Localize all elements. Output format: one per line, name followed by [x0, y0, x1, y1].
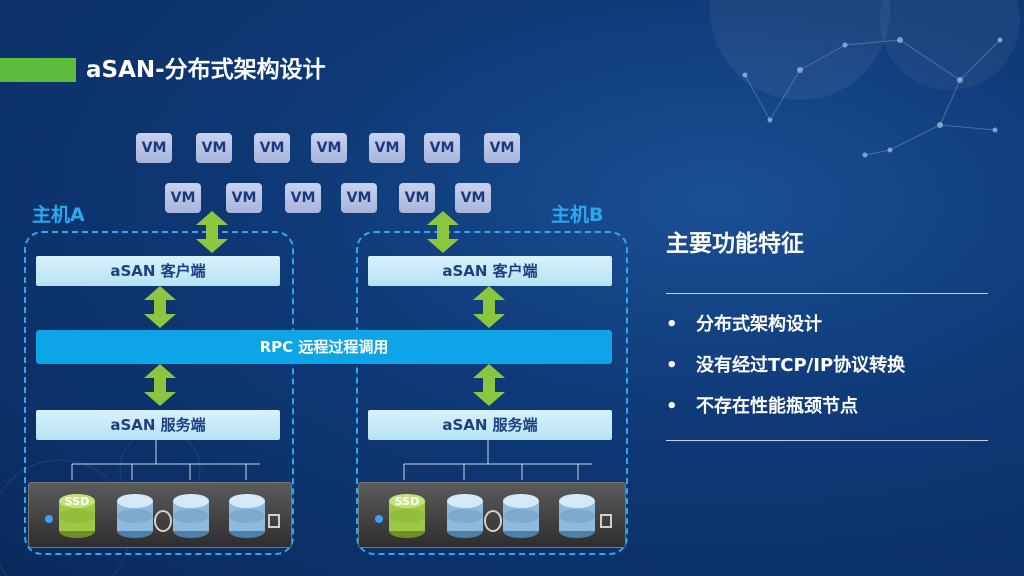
rpc-bar: RPC 远程过程调用: [36, 330, 612, 364]
ssd-disk-icon: [389, 494, 425, 538]
ssd-label: SSD: [395, 495, 419, 508]
double-arrow-icon: [144, 286, 176, 328]
vm-tile: VM: [285, 183, 321, 213]
feature-item: • 分布式架构设计: [666, 310, 822, 336]
asan-server-a: aSAN 服务端: [36, 410, 280, 440]
vm-tile: VM: [136, 133, 172, 163]
storage-enclosure-a: SSD: [28, 482, 292, 548]
double-arrow-icon: [473, 286, 505, 328]
hdd-disk-icon: [559, 494, 595, 538]
page-title: aSAN-分布式架构设计: [86, 57, 326, 83]
disk-array-b: SSD: [375, 494, 612, 538]
host-b-box: [356, 231, 628, 555]
vm-tile: VM: [254, 133, 290, 163]
features-divider-bottom: [666, 440, 988, 441]
ssd-disk-icon: [59, 494, 95, 538]
disk-array-a: SSD: [45, 494, 280, 538]
hdd-disk-icon: [117, 494, 153, 538]
vm-tile: VM: [424, 133, 460, 163]
storage-bus-b: [403, 440, 592, 480]
double-arrow-icon: [144, 364, 176, 406]
vm-tile: VM: [196, 133, 232, 163]
host-a-label: 主机A: [32, 204, 85, 226]
feature-text: 没有经过TCP/IP协议转换: [696, 355, 906, 376]
double-arrow-icon: [196, 211, 228, 253]
bullet-icon: •: [666, 314, 678, 335]
vm-tile: VM: [226, 183, 262, 213]
feature-text: 不存在性能瓶颈节点: [696, 396, 858, 417]
asan-client-a: aSAN 客户端: [36, 256, 280, 286]
vm-tile: VM: [341, 183, 377, 213]
host-a-box: [24, 231, 294, 555]
storage-bus-a: [71, 440, 260, 480]
host-b-label: 主机B: [551, 204, 604, 226]
feature-text: 分布式架构设计: [696, 314, 822, 335]
ssd-label: SSD: [65, 495, 89, 508]
bullet-icon: •: [666, 355, 678, 376]
features-divider-top: [666, 293, 988, 294]
hdd-disk-icon: [173, 494, 209, 538]
hdd-disk-icon: [229, 494, 265, 538]
hdd-disk-icon: [447, 494, 483, 538]
vm-tile: VM: [165, 183, 201, 213]
double-arrow-icon: [427, 211, 459, 253]
vm-tile: VM: [455, 183, 491, 213]
hdd-disk-icon: [503, 494, 539, 538]
vm-tile: VM: [311, 133, 347, 163]
storage-enclosure-b: SSD: [358, 482, 626, 548]
vm-tile: VM: [484, 133, 520, 163]
asan-server-b: aSAN 服务端: [368, 410, 612, 440]
vm-tile: VM: [369, 133, 405, 163]
feature-item: • 不存在性能瓶颈节点: [666, 392, 858, 418]
asan-client-b: aSAN 客户端: [368, 256, 612, 286]
double-arrow-icon: [473, 364, 505, 406]
feature-item: • 没有经过TCP/IP协议转换: [666, 351, 905, 377]
title-accent-bar: [0, 58, 76, 82]
vm-tile: VM: [399, 183, 435, 213]
bullet-icon: •: [666, 396, 678, 417]
features-title: 主要功能特征: [666, 231, 804, 257]
